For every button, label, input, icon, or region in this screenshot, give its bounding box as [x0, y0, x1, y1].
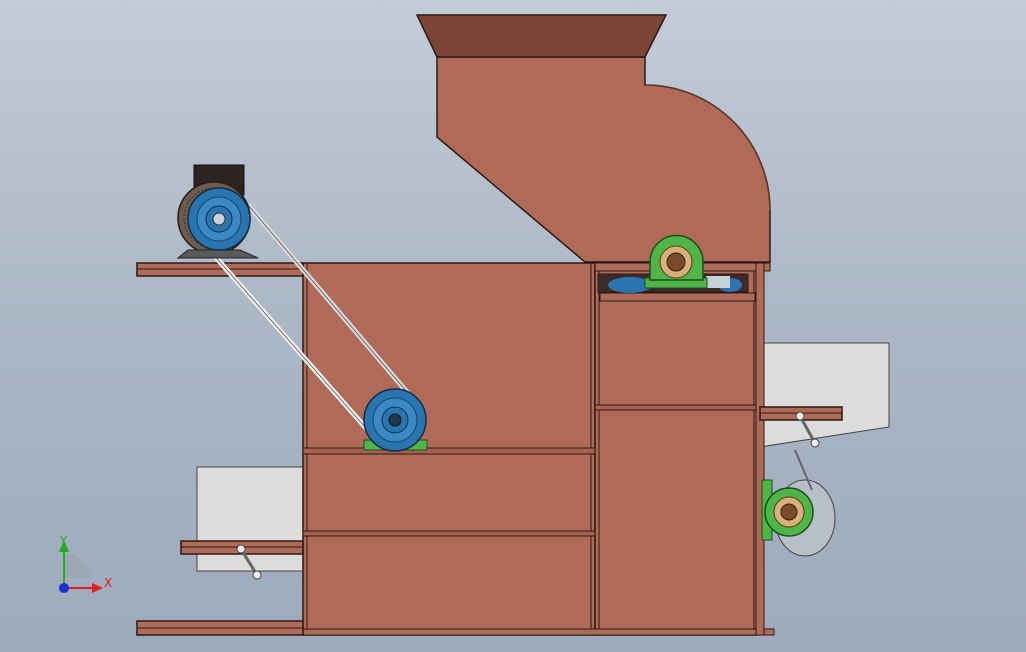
right-discharge-chute: [759, 342, 890, 448]
fan-housing: [436, 56, 771, 263]
left-outlet-box: [196, 466, 306, 572]
z-axis-dot: [59, 583, 69, 593]
y-axis-label: Y: [59, 534, 68, 548]
right-linkage: [794, 411, 820, 491]
motor-pulley: [187, 187, 251, 251]
top-bearing-block: [644, 234, 708, 289]
driven-pulley: [363, 388, 427, 452]
x-axis-label: X: [104, 576, 112, 590]
left-linkage: [236, 544, 262, 580]
drive-belt: [203, 203, 414, 437]
base-rail-left: [136, 620, 304, 636]
lower-right-bearing: [761, 479, 836, 557]
feed-hopper: [415, 14, 668, 58]
coordinate-triad: Y X: [59, 534, 112, 593]
